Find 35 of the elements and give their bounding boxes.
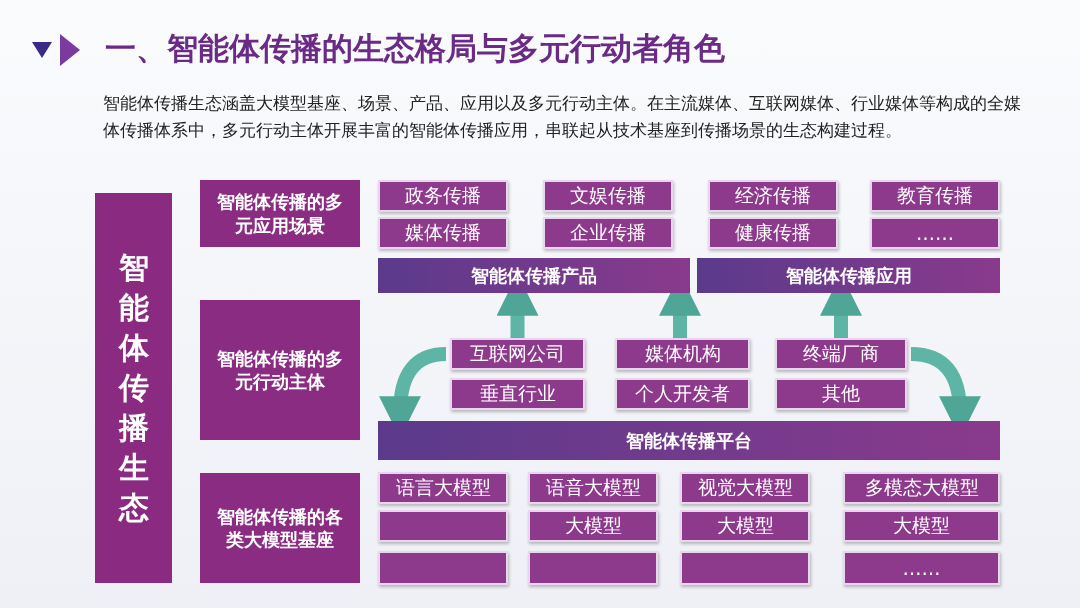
layer-bar: 智能体传播应用 (697, 258, 1000, 293)
category-box (378, 551, 508, 585)
layer-label-box: 智能体传播的多元应用场景 (200, 180, 360, 247)
page-title: 一、智能体传播的生态格局与多元行动者角色 (105, 29, 725, 68)
category-box: 大模型 (528, 510, 658, 542)
category-box: 大模型 (680, 510, 810, 542)
category-box: 文娱传播 (543, 180, 673, 212)
layer-bar: 智能体传播产品 (378, 258, 690, 293)
category-box: 语言大模型 (378, 472, 508, 504)
category-box: 终端厂商 (775, 338, 907, 370)
category-box: 大模型 (843, 510, 1000, 542)
category-box: 经济传播 (708, 180, 838, 212)
category-box (378, 510, 508, 542)
category-box: 媒体机构 (615, 338, 750, 370)
category-box: 健康传播 (708, 217, 838, 249)
category-box: 教育传播 (870, 180, 1000, 212)
category-box: …… (870, 217, 1000, 249)
ecosystem-band: 智能体传播生态 (95, 193, 172, 583)
category-box: 其他 (775, 378, 907, 410)
intro-paragraph: 智能体传播生态涵盖大模型基座、场景、产品、应用以及多元行动主体。在主流媒体、互联网媒体、行业媒体等构成的全媒体传播体系中，多元行动主体开展丰富的智能体传播应用，串联起从技术基座到传播场景的生态构建过程。 (103, 93, 1022, 142)
category-box (680, 551, 810, 585)
category-box: 企业传播 (543, 217, 673, 249)
category-box: 语音大模型 (528, 472, 658, 504)
layer-bar: 智能体传播平台 (378, 421, 1000, 460)
layer-label-box: 智能体传播的各类大模型基座 (200, 473, 360, 583)
category-box: 个人开发者 (615, 378, 750, 410)
category-box: 多模态大模型 (843, 472, 1000, 504)
category-box: 互联网公司 (450, 338, 585, 370)
category-box (528, 551, 658, 585)
category-box: 政务传播 (378, 180, 508, 212)
category-box: …… (843, 551, 1000, 585)
category-box: 垂直行业 (450, 378, 585, 410)
layer-label-box: 智能体传播的多元行动主体 (200, 300, 360, 440)
category-box: 媒体传播 (378, 217, 508, 249)
category-box: 视觉大模型 (680, 472, 810, 504)
